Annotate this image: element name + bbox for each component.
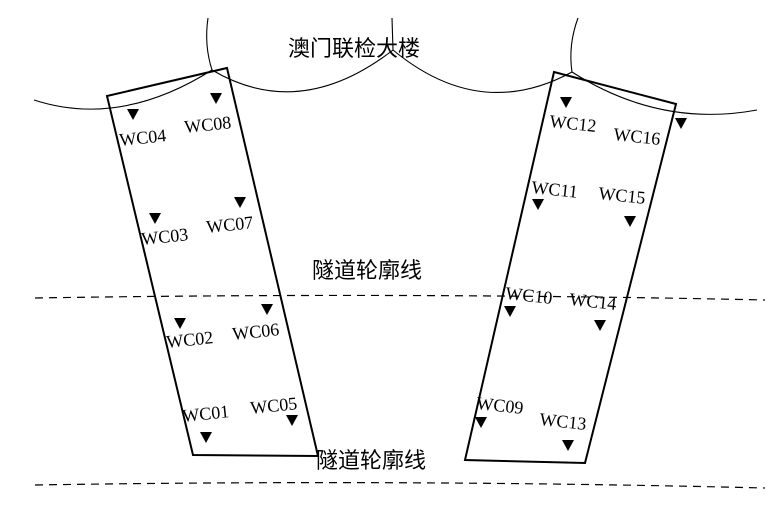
label-wc07: WC07 xyxy=(205,212,254,237)
marker-wc10 xyxy=(504,306,516,317)
marker-wc07 xyxy=(234,197,246,208)
label-wc15: WC15 xyxy=(598,183,647,208)
monitoring-markers xyxy=(127,93,687,451)
marker-wc02 xyxy=(174,318,186,329)
marker-wc05 xyxy=(286,415,298,426)
marker-wc01 xyxy=(200,432,212,443)
monitoring-labels: WC01 WC02 WC03 WC04 WC05 WC06 WC07 WC08 … xyxy=(118,111,661,434)
label-wc09: WC09 xyxy=(476,393,525,418)
label-wc10: WC10 xyxy=(505,283,554,308)
tunnel-line-upper xyxy=(34,294,766,301)
label-wc08: WC08 xyxy=(183,112,232,137)
tunnel-line-lower xyxy=(34,482,766,489)
left-zone xyxy=(105,66,320,458)
label-wc02: WC02 xyxy=(165,327,214,352)
label-wc06: WC06 xyxy=(231,319,280,344)
marker-wc11 xyxy=(532,199,544,210)
tunnel-contour-lines xyxy=(34,294,766,489)
marker-wc12 xyxy=(560,97,572,108)
building-outline xyxy=(33,17,758,115)
label-wc04: WC04 xyxy=(118,125,167,150)
marker-wc08 xyxy=(210,93,222,104)
marker-wc09 xyxy=(475,417,487,428)
marker-wc15 xyxy=(624,216,636,227)
tunnel-label-lower: 隧道轮廓线 xyxy=(316,449,426,474)
marker-wc03 xyxy=(149,213,161,224)
label-wc13: WC13 xyxy=(539,409,588,434)
building-label: 澳门联检大楼 xyxy=(288,37,420,62)
label-wc01: WC01 xyxy=(181,401,230,426)
label-wc14: WC14 xyxy=(569,289,618,314)
label-wc16: WC16 xyxy=(613,124,662,149)
right-zone xyxy=(463,70,678,465)
label-wc12: WC12 xyxy=(549,111,598,136)
marker-wc14 xyxy=(594,320,606,331)
zones xyxy=(105,66,678,465)
marker-wc13 xyxy=(562,440,574,451)
marker-wc16 xyxy=(675,118,687,129)
label-wc05: WC05 xyxy=(249,393,298,418)
tunnel-label-upper: 隧道轮廓线 xyxy=(312,259,422,284)
label-wc11: WC11 xyxy=(531,177,579,202)
marker-wc06 xyxy=(261,304,273,315)
label-wc03: WC03 xyxy=(140,224,189,249)
marker-wc04 xyxy=(127,109,139,120)
